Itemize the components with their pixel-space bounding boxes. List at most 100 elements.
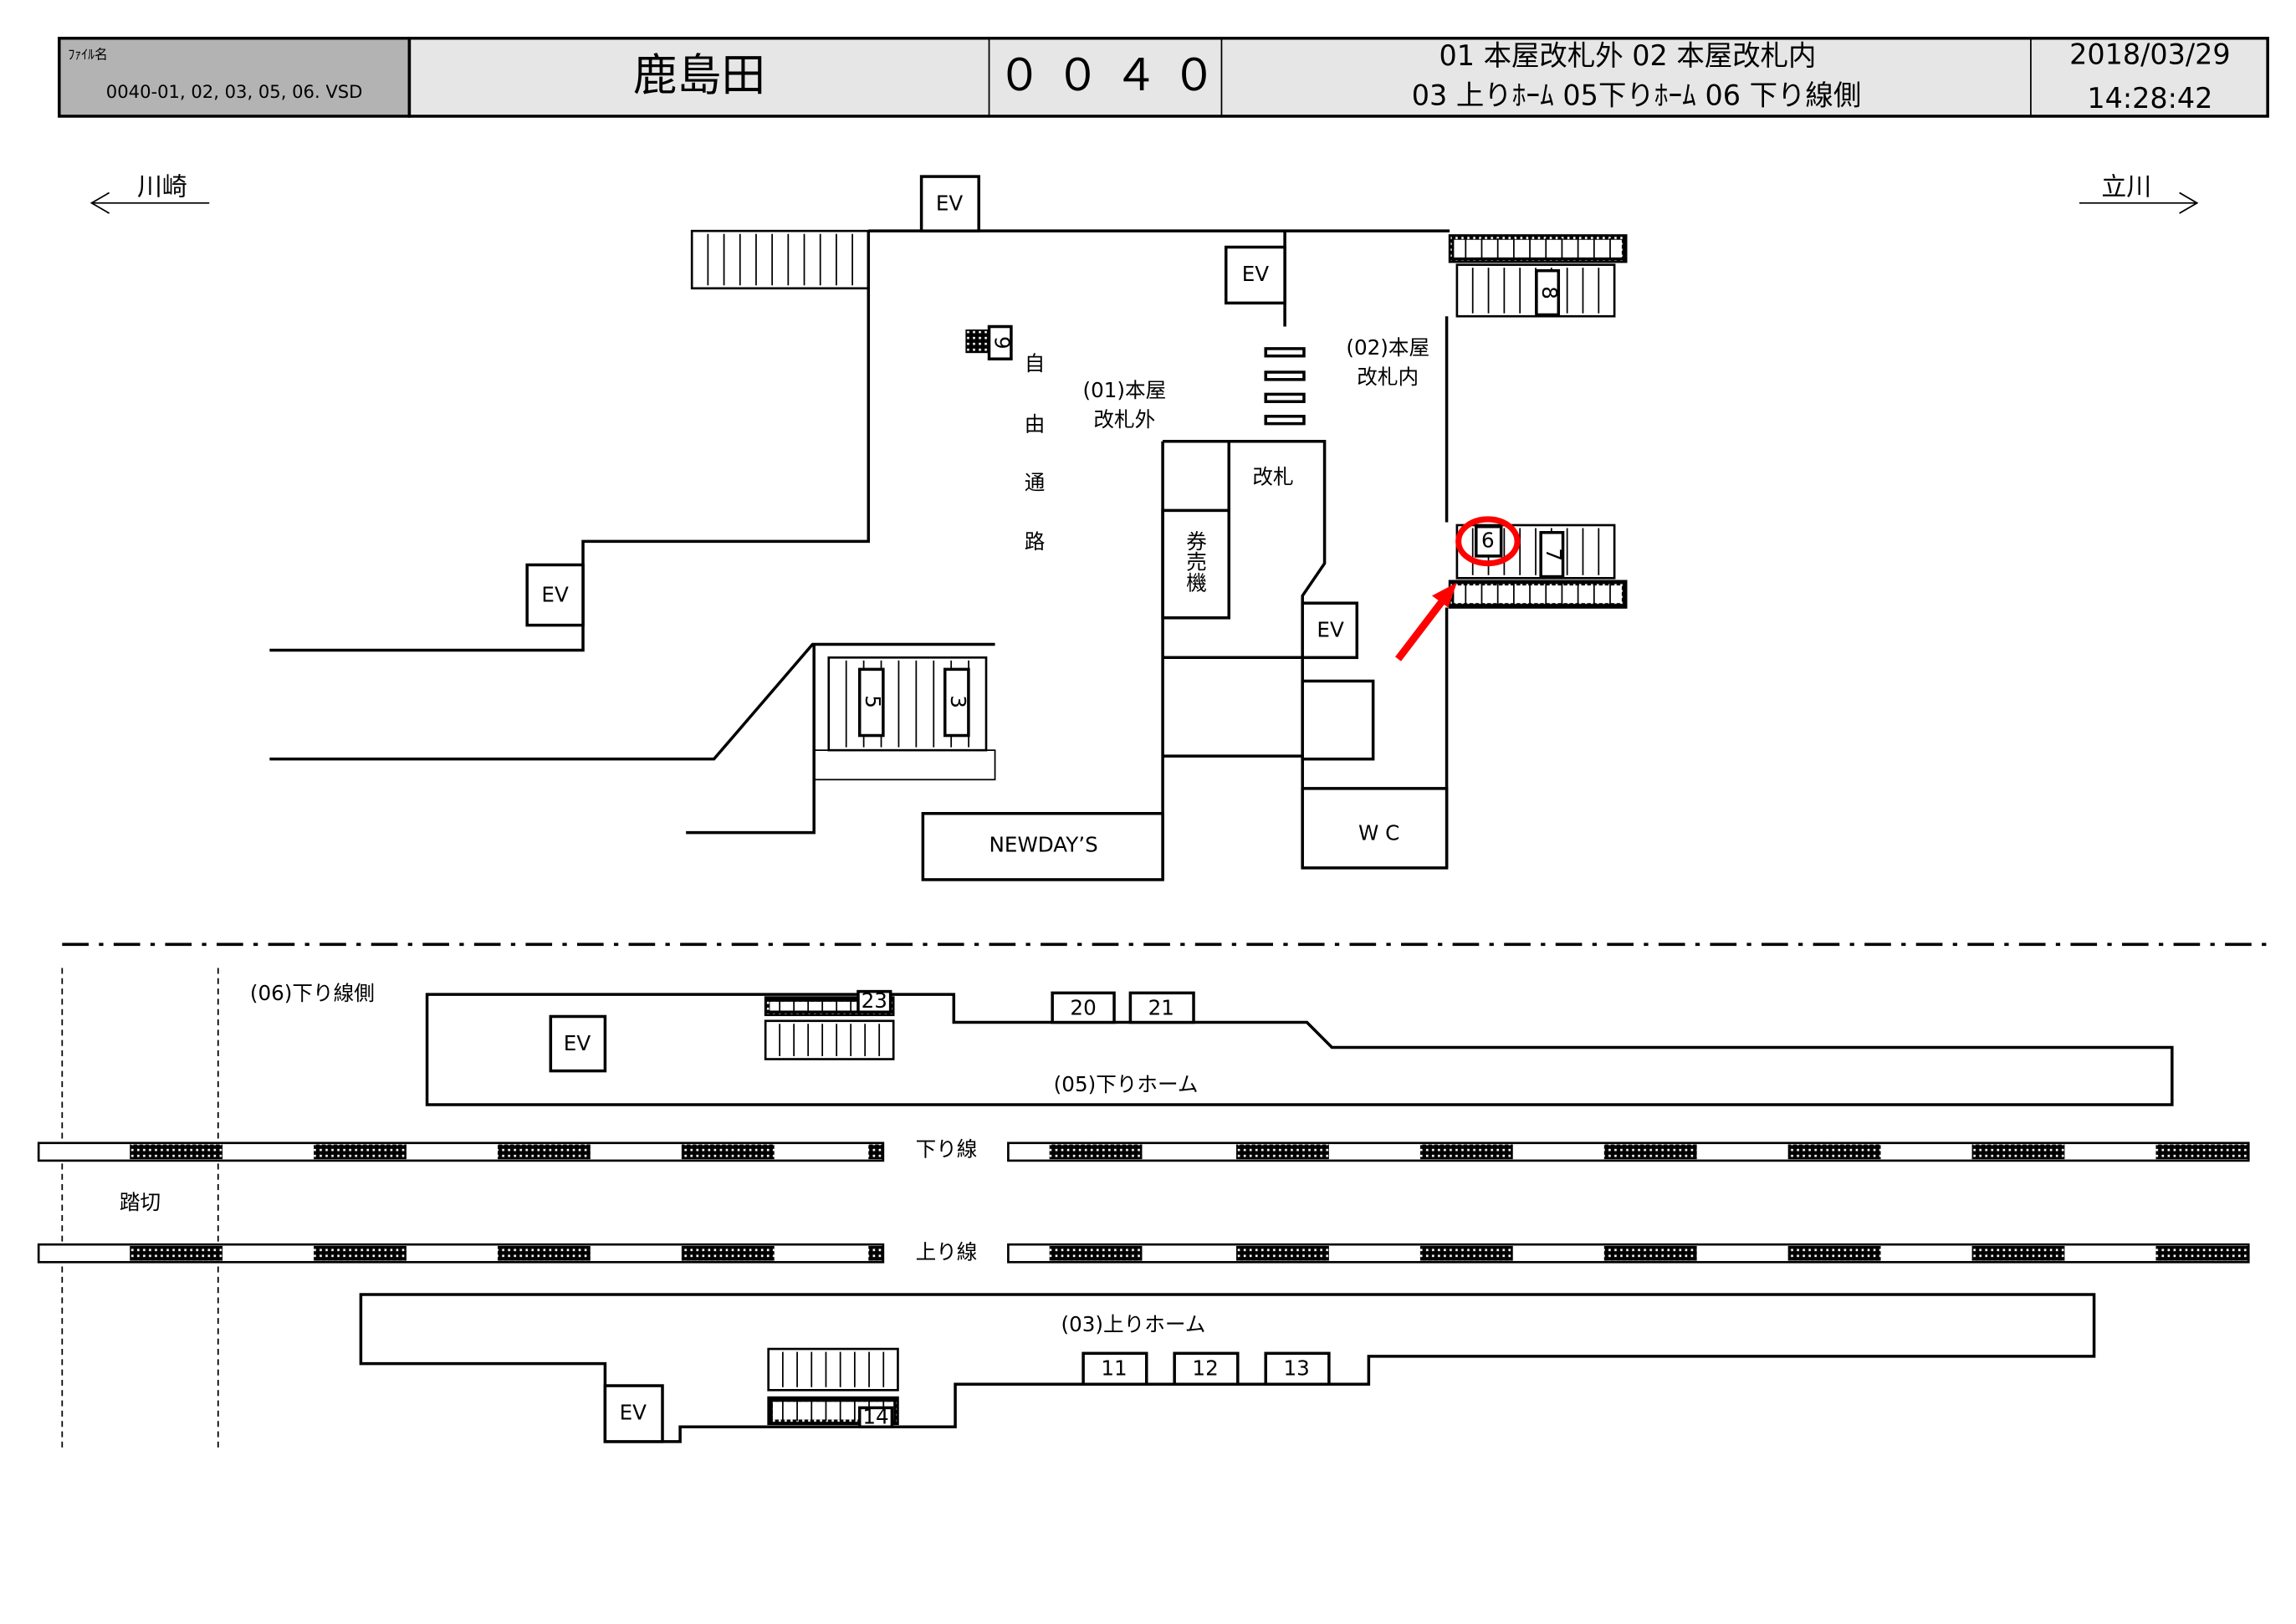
svg-text:12: 12: [1192, 1356, 1218, 1381]
arrow-right-icon: [2079, 192, 2199, 214]
elevator: EV: [919, 175, 980, 232]
sleeper-block: [2155, 1245, 2249, 1261]
station-name: 鹿島田: [633, 50, 765, 101]
stair-number-9: 9: [965, 324, 1015, 360]
sleeper-block: [1236, 1144, 1329, 1160]
floors-line-2: 03 上りﾎｰﾑ 05下りﾎｰﾑ 06 下り線側: [1412, 79, 1861, 112]
sleeper-block: [1419, 1144, 1513, 1160]
stair-number-7: 7: [1539, 531, 1566, 579]
sleeper-block: [1236, 1245, 1329, 1261]
sleeper-block: [1603, 1245, 1697, 1261]
highlight-circle: [1455, 516, 1521, 567]
stairs-down-platform: [764, 1019, 895, 1060]
sleeper-block: [1049, 1144, 1143, 1160]
sleeper-block: [681, 1144, 775, 1160]
svg-text:改札外: 改札外: [1093, 407, 1155, 432]
concourse-walls: [269, 229, 1450, 880]
sleeper-block: [868, 1144, 883, 1160]
stairs-top-right-upper: [1448, 234, 1628, 263]
stairs-top-right-lower: [1448, 580, 1628, 609]
title-block: ﾌｧｲﾙ名 0040-01, 02, 03, 05, 06. VSD 鹿島田 ０…: [58, 36, 2269, 118]
sleeper-block: [1603, 1144, 1697, 1160]
sleeper-block: [1787, 1144, 1881, 1160]
svg-text:EV: EV: [936, 192, 964, 216]
svg-text:W C: W C: [1358, 820, 1399, 845]
svg-text:(01)本屋: (01)本屋: [1082, 378, 1166, 402]
svg-text:EV: EV: [541, 582, 569, 606]
up-platform: EV 14 11 12 13 (03)上りホーム: [359, 1293, 2096, 1443]
svg-text:券: 券: [1186, 529, 1207, 554]
number-13: 13: [1264, 1351, 1331, 1387]
direction-left-label: 川崎: [137, 173, 187, 202]
direction-left: 川崎: [89, 173, 210, 214]
svg-text:通: 通: [1025, 471, 1046, 495]
stair-number-3: 3: [943, 667, 970, 738]
svg-text:路: 路: [1025, 529, 1046, 554]
elevator: EV: [1224, 245, 1286, 305]
file-name-label: ﾌｧｲﾙ名: [68, 46, 108, 62]
station-code: ０ ０ ４ ０: [998, 50, 1216, 101]
room: [1301, 679, 1375, 761]
up-track: [37, 1243, 2250, 1264]
svg-text:EV: EV: [564, 1031, 591, 1055]
shop-newdays: NEWDAY’S: [921, 811, 1164, 881]
svg-text:3: 3: [946, 695, 970, 708]
date: 2018/03/29: [2069, 38, 2231, 70]
down-platform-label: (05)下りホーム: [1054, 1072, 1199, 1096]
svg-text:EV: EV: [1242, 262, 1270, 286]
sleeper-block: [497, 1144, 591, 1160]
down-track: [37, 1141, 2250, 1162]
stair-number-5: 5: [857, 667, 885, 738]
svg-text:11: 11: [1101, 1356, 1127, 1381]
free-passage-label: 自 由 通 路: [1025, 351, 1046, 554]
stair-number-8: 8: [1535, 268, 1562, 317]
svg-text:13: 13: [1284, 1356, 1310, 1381]
sleeper-block: [1787, 1245, 1881, 1261]
up-platform-label: (03)上りホーム: [1061, 1312, 1205, 1336]
number-21: 21: [1128, 991, 1195, 1024]
number-11: 11: [1082, 1351, 1148, 1387]
crossing-label: 踏切: [120, 1190, 161, 1214]
direction-right: 立川: [2079, 173, 2199, 214]
down-platform: EV 23 20 21 (05)下りホーム: [425, 988, 2174, 1106]
svg-text:機: 機: [1186, 570, 1207, 595]
svg-text:14: 14: [862, 1405, 888, 1429]
area-02-label: (02)本屋 改札内: [1346, 335, 1429, 389]
stairs-up-platform: [767, 1347, 899, 1392]
sleeper-block: [1049, 1245, 1143, 1261]
number-20: 20: [1051, 991, 1116, 1024]
number-14: 14: [857, 1405, 894, 1429]
sleeper-block: [130, 1245, 223, 1261]
svg-text:6: 6: [1481, 528, 1495, 552]
sleeper-block: [1419, 1245, 1513, 1261]
ticket-gates: [1264, 347, 1306, 426]
floors-line-1: 01 本屋改札外 02 本屋改札内: [1439, 39, 1816, 72]
svg-text:EV: EV: [1317, 618, 1344, 642]
svg-text:23: 23: [862, 988, 887, 1013]
elevator: EV: [1301, 601, 1359, 660]
svg-text:(02)本屋: (02)本屋: [1346, 335, 1429, 360]
sleeper-block: [1971, 1144, 2065, 1160]
ticket-machine: 券 売 機: [1161, 441, 1231, 620]
area-01-label: (01)本屋 改札外: [1082, 378, 1166, 432]
file-name: 0040-01, 02, 03, 05, 06. VSD: [106, 81, 363, 102]
gate-label: 改札: [1252, 465, 1293, 489]
direction-right-label: 立川: [2101, 173, 2151, 202]
sleeper-block: [681, 1245, 775, 1261]
stair-number-6: 6: [1475, 524, 1503, 558]
sleeper-block: [2155, 1144, 2249, 1160]
svg-text:9: 9: [990, 336, 1015, 350]
down-side-label: (06)下り線側: [250, 981, 375, 1005]
elevator: EV: [549, 1014, 607, 1073]
svg-text:自: 自: [1025, 351, 1046, 375]
down-track-label: 下り線: [916, 1137, 978, 1162]
elevator: EV: [525, 563, 585, 627]
stairs-top-left: [690, 229, 870, 290]
number-12: 12: [1173, 1351, 1240, 1387]
sleeper-block: [868, 1245, 883, 1261]
sleeper-block: [497, 1245, 591, 1261]
svg-text:売: 売: [1186, 550, 1207, 575]
arrow-left-icon: [89, 192, 210, 214]
svg-text:NEWDAY’S: NEWDAY’S: [989, 832, 1097, 856]
